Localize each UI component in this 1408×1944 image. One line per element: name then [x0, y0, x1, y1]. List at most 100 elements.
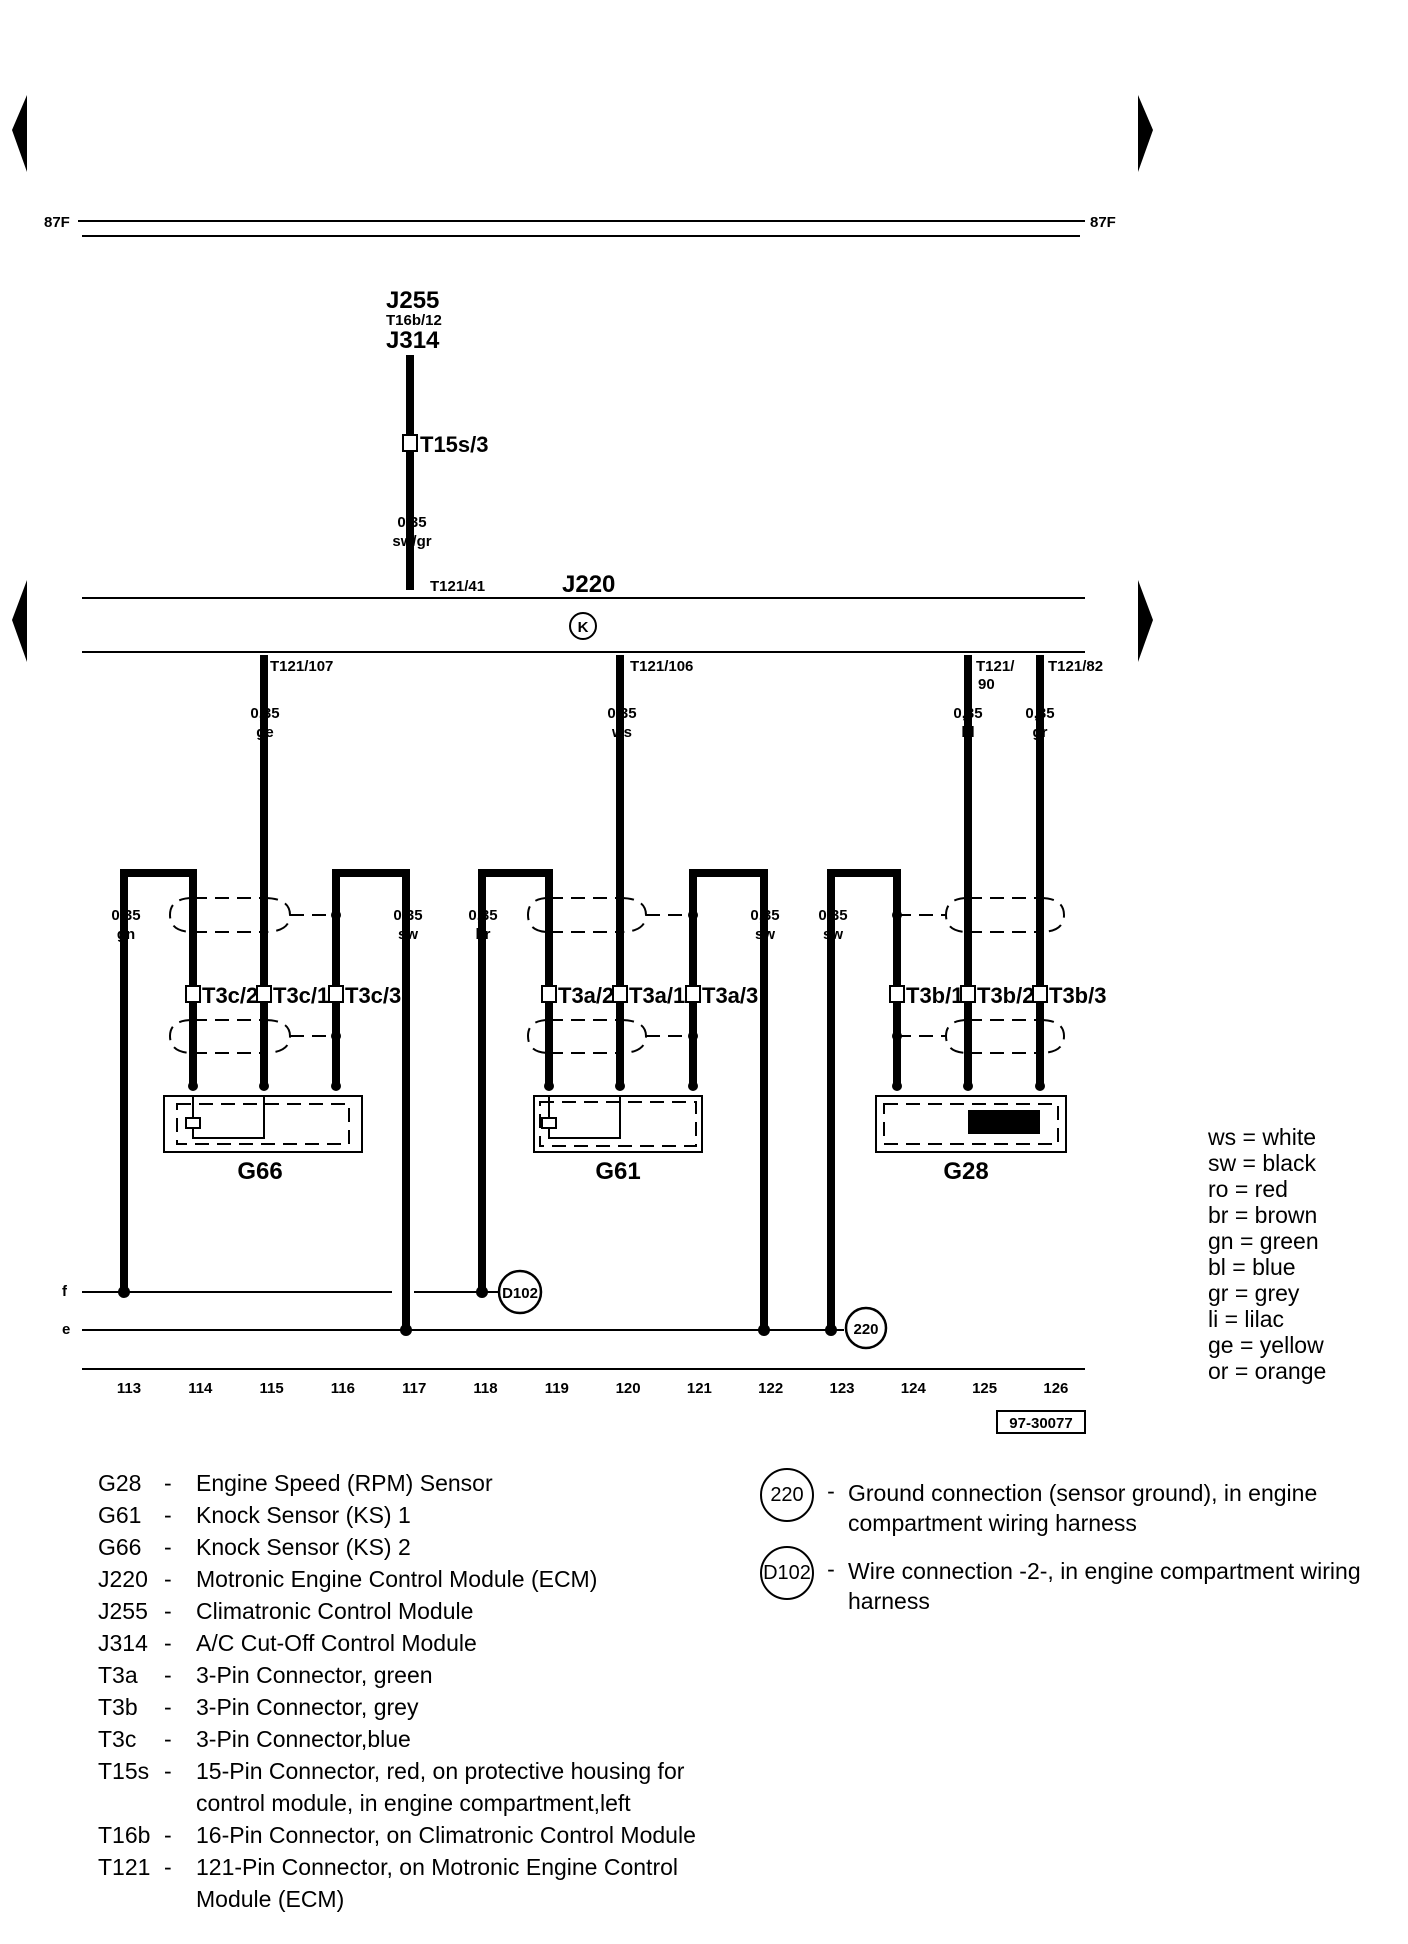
symbol-circle-icon: 220	[760, 1468, 814, 1522]
track-number: 115	[259, 1380, 283, 1397]
t121-106-label: T121/106	[630, 658, 693, 675]
legend-code: T3a	[98, 1662, 138, 1688]
g66-shield-lower	[168, 1019, 292, 1054]
g28-label: G28	[943, 1158, 988, 1185]
g61-pin-dot	[544, 1081, 554, 1091]
t121-82-label: T121/82	[1048, 658, 1103, 675]
t3a3-connector-icon	[685, 985, 701, 1003]
track-number: 126	[1043, 1380, 1068, 1397]
legend-dash: -	[164, 1534, 172, 1560]
t3b3-label: T3b/3	[1049, 983, 1106, 1008]
t121-90-label-2: 90	[978, 676, 995, 693]
track-number: 119	[545, 1380, 569, 1397]
ecm-k-symbol: K	[578, 619, 589, 636]
g28-pin-dot	[1035, 1081, 1045, 1091]
legend-dash: -	[164, 1758, 172, 1784]
legend-row: T3b-3-Pin Connector, grey	[98, 1691, 756, 1723]
g66-element	[192, 1096, 265, 1139]
legend-dash: -	[827, 1556, 835, 1582]
prev-page-arrow-icon[interactable]	[12, 95, 27, 172]
g28-inner	[883, 1103, 1059, 1145]
t3c2-connector-icon	[185, 985, 201, 1003]
t3b3-connector-icon	[1032, 985, 1048, 1003]
track-number: 118	[473, 1380, 497, 1397]
g66-pin-dot	[188, 1081, 198, 1091]
t3b1-label: T3b/1	[906, 983, 963, 1008]
legend-row: T15s-15-Pin Connector, red, on protectiv…	[98, 1755, 756, 1819]
g61-shield-lower	[526, 1019, 648, 1054]
g28-pin-dot	[892, 1081, 902, 1091]
legend-code: J314	[98, 1630, 148, 1656]
legend-dash: -	[164, 1502, 172, 1528]
legend-code: T121	[98, 1854, 151, 1880]
g66-shield-upper	[168, 897, 292, 933]
color-legend-item: ws = white	[1208, 1124, 1317, 1150]
color-legend-item: br = brown	[1208, 1202, 1318, 1228]
g61-label: G61	[595, 1158, 640, 1185]
track-number: 120	[616, 1380, 641, 1397]
legend-code: G28	[98, 1470, 142, 1496]
legend-row: J255-Climatronic Control Module	[98, 1595, 756, 1627]
symbol-circle-icon: D102	[760, 1546, 814, 1600]
legend-description: 16-Pin Connector, on Climatronic Control…	[196, 1822, 696, 1848]
legend-dash: -	[164, 1470, 172, 1496]
wire-113-114	[120, 869, 197, 1292]
w118-gauge: 0,35	[468, 907, 497, 924]
ref-box	[996, 1410, 1086, 1434]
t3c3-connector-icon	[328, 985, 344, 1003]
rail-e-dot	[400, 1324, 412, 1336]
rail-f-dot	[118, 1286, 130, 1298]
w117-color: sw	[398, 926, 418, 943]
g66-pin-dot	[331, 1081, 341, 1091]
t3a1-label: T3a/1	[629, 983, 685, 1008]
color-legend-item: sw = black	[1208, 1150, 1317, 1176]
t3b2-connector-icon	[960, 985, 976, 1003]
color-legend-item: or = orange	[1208, 1358, 1327, 1384]
t3a2-label: T3a/2	[558, 983, 614, 1008]
wire-116-117	[332, 869, 410, 1330]
ground-220-icon	[844, 1306, 888, 1350]
g28-coil-icon	[968, 1110, 1040, 1134]
g28-housing	[875, 1095, 1067, 1153]
legend-description: Engine Speed (RPM) Sensor	[196, 1470, 493, 1496]
legend-description: Climatronic Control Module	[196, 1598, 474, 1624]
track-number: 113	[117, 1380, 141, 1397]
next-page-arrow-icon[interactable]	[1138, 580, 1153, 662]
w122-color: sw	[755, 926, 775, 943]
track-number: 116	[331, 1380, 355, 1397]
g28-splice-lower	[892, 1031, 902, 1041]
legend-dash: -	[827, 1478, 835, 1504]
legend-dash: -	[164, 1726, 172, 1752]
track-number: 122	[758, 1380, 783, 1397]
legend-dash: -	[164, 1598, 172, 1624]
rail-e-dot	[758, 1324, 770, 1336]
legend-description: 3-Pin Connector, grey	[196, 1694, 419, 1720]
g61-shield-upper	[526, 897, 648, 933]
legend-row: J314-A/C Cut-Off Control Module	[98, 1627, 756, 1659]
legend-row: T121-121-Pin Connector, on Motronic Engi…	[98, 1851, 756, 1915]
g28-splice-upper	[892, 910, 902, 920]
prev-page-arrow-icon[interactable]	[12, 580, 27, 662]
track-number: 123	[829, 1380, 854, 1397]
wire-123-124	[827, 869, 901, 1330]
g66-splice-lower	[331, 1031, 341, 1041]
legend-description: 15-Pin Connector, red, on protective hou…	[196, 1758, 685, 1816]
rail-e-label: e	[62, 1321, 70, 1338]
legend-row: J220-Motronic Engine Control Module (ECM…	[98, 1563, 756, 1595]
legend-code: T3c	[98, 1726, 137, 1752]
rail-f-dot	[476, 1286, 488, 1298]
color-legend-item: bl = blue	[1208, 1254, 1296, 1280]
g61-inner	[539, 1101, 697, 1147]
next-page-arrow-icon[interactable]	[1138, 95, 1153, 172]
legend-description: A/C Cut-Off Control Module	[196, 1630, 477, 1656]
ref-number: 97-30077	[1009, 1415, 1072, 1432]
g61-housing	[533, 1095, 703, 1153]
legend-code: T16b	[98, 1822, 151, 1848]
legend-code: J255	[98, 1598, 148, 1624]
w113-color: gn	[117, 926, 135, 943]
color-legend-item: gn = green	[1208, 1228, 1319, 1254]
t3b2-label: T3b/2	[977, 983, 1034, 1008]
j314-label: J314	[386, 327, 440, 354]
